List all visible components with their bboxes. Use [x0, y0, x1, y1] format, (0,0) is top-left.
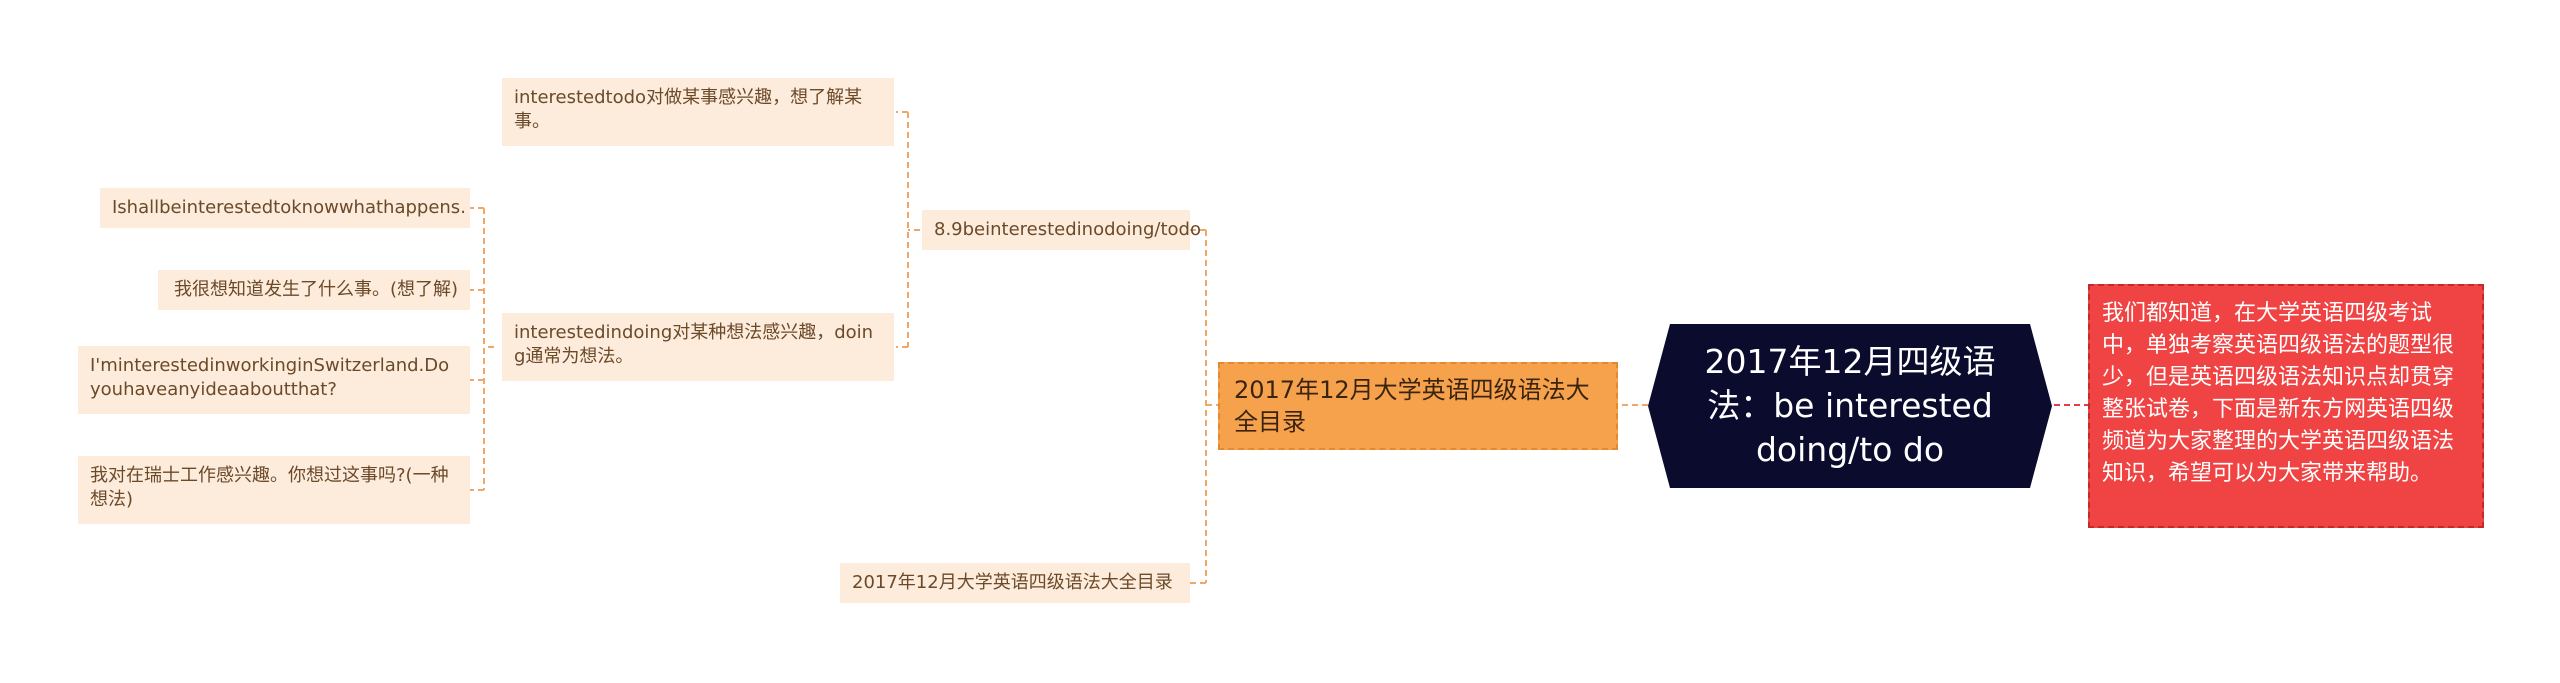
- summary-note-text: 我们都知道，在大学英语四级考试中，单独考察英语四级语法的题型很少，但是英语四级语…: [2102, 301, 2455, 486]
- summary-note[interactable]: 我们都知道，在大学英语四级考试中，单独考察英语四级语法的题型很少，但是英语四级语…: [2088, 284, 2484, 528]
- root-shape: [1648, 324, 2052, 488]
- branch-grammar-point-label: 8.9beinterestedinodoing/todo: [934, 219, 1201, 240]
- main-subtopic[interactable]: 2017年12月大学英语四级语法大全目录: [1218, 362, 1618, 450]
- example-sentence-2[interactable]: I'minterestedinworkinginSwitzerland.Doyo…: [78, 346, 470, 414]
- example-translation-2[interactable]: 我对在瑞士工作感兴趣。你想过这事吗?(一种想法): [78, 456, 470, 524]
- example-sentence-1[interactable]: Ishallbeinterestedtoknowwhathappens.: [100, 188, 470, 228]
- example-translation-1-label: 我很想知道发生了什么事。(想了解): [173, 279, 458, 300]
- node-interested-in-doing[interactable]: interestedindoing对某种想法感兴趣，doing通常为想法。: [502, 313, 894, 381]
- root-topic-label: 2017年12月四级语法：be interested doing/to do: [1704, 342, 1996, 469]
- example-translation-2-label: 我对在瑞士工作感兴趣。你想过这事吗?(一种想法): [90, 465, 449, 510]
- example-translation-1[interactable]: 我很想知道发生了什么事。(想了解): [158, 270, 470, 310]
- node-interested-to-do[interactable]: interestedtodo对做某事感兴趣，想了解某事。: [502, 78, 894, 146]
- branch-directory-label: 2017年12月大学英语四级语法大全目录: [852, 572, 1173, 593]
- node-interested-in-doing-label: interestedindoing对某种想法感兴趣，doing通常为想法。: [514, 322, 874, 367]
- example-sentence-1-label: Ishallbeinterestedtoknowwhathappens.: [112, 197, 466, 218]
- main-subtopic-label: 2017年12月大学英语四级语法大全目录: [1234, 376, 1590, 436]
- branch-directory[interactable]: 2017年12月大学英语四级语法大全目录: [840, 563, 1190, 603]
- node-interested-to-do-label: interestedtodo对做某事感兴趣，想了解某事。: [514, 87, 863, 132]
- example-sentence-2-label: I'minterestedinworkinginSwitzerland.Doyo…: [90, 355, 450, 400]
- root-topic[interactable]: 2017年12月四级语法：be interested doing/to do: [1648, 324, 2052, 488]
- branch-grammar-point[interactable]: 8.9beinterestedinodoing/todo: [922, 210, 1201, 250]
